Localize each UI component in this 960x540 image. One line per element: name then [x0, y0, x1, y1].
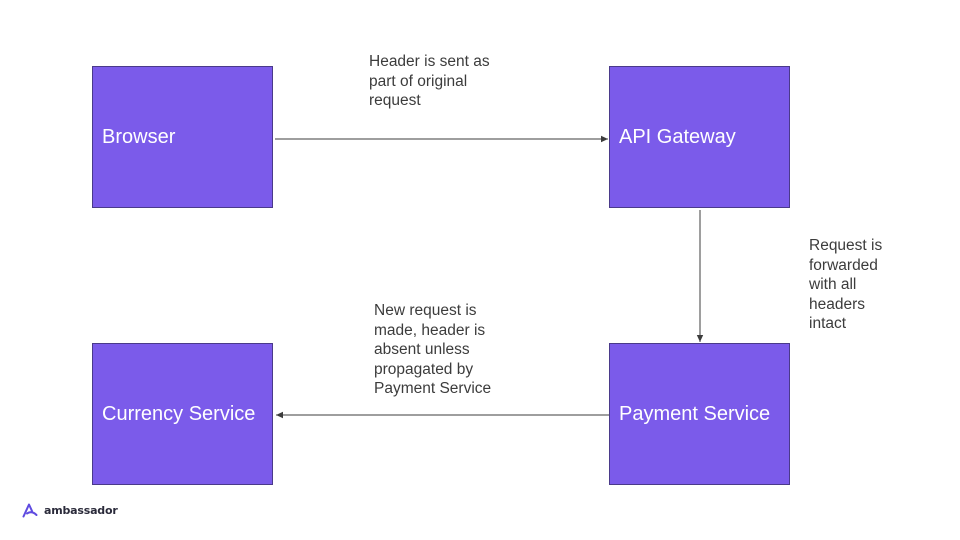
api-gateway-node: API Gateway [609, 66, 790, 208]
payment-service-label: Payment Service [619, 402, 771, 425]
api-gateway-label: API Gateway [619, 125, 736, 148]
new-request-note: New request is made, header is absent un… [374, 302, 492, 397]
payment-service-node: Payment Service [609, 343, 790, 485]
ambassador-logo: ambassador [22, 503, 118, 518]
currency-service-label: Currency Service [102, 402, 256, 425]
browser-label: Browser [102, 125, 176, 148]
ambassador-logo-icon [22, 503, 38, 518]
ambassador-logo-text: ambassador [44, 504, 118, 517]
header-sent-note: Header is sent as part of original reque… [369, 53, 490, 109]
browser-node: Browser [92, 66, 273, 208]
currency-service-node: Currency Service [92, 343, 273, 485]
request-forwarded-note: Request is forwarded with all headers in… [809, 237, 883, 332]
